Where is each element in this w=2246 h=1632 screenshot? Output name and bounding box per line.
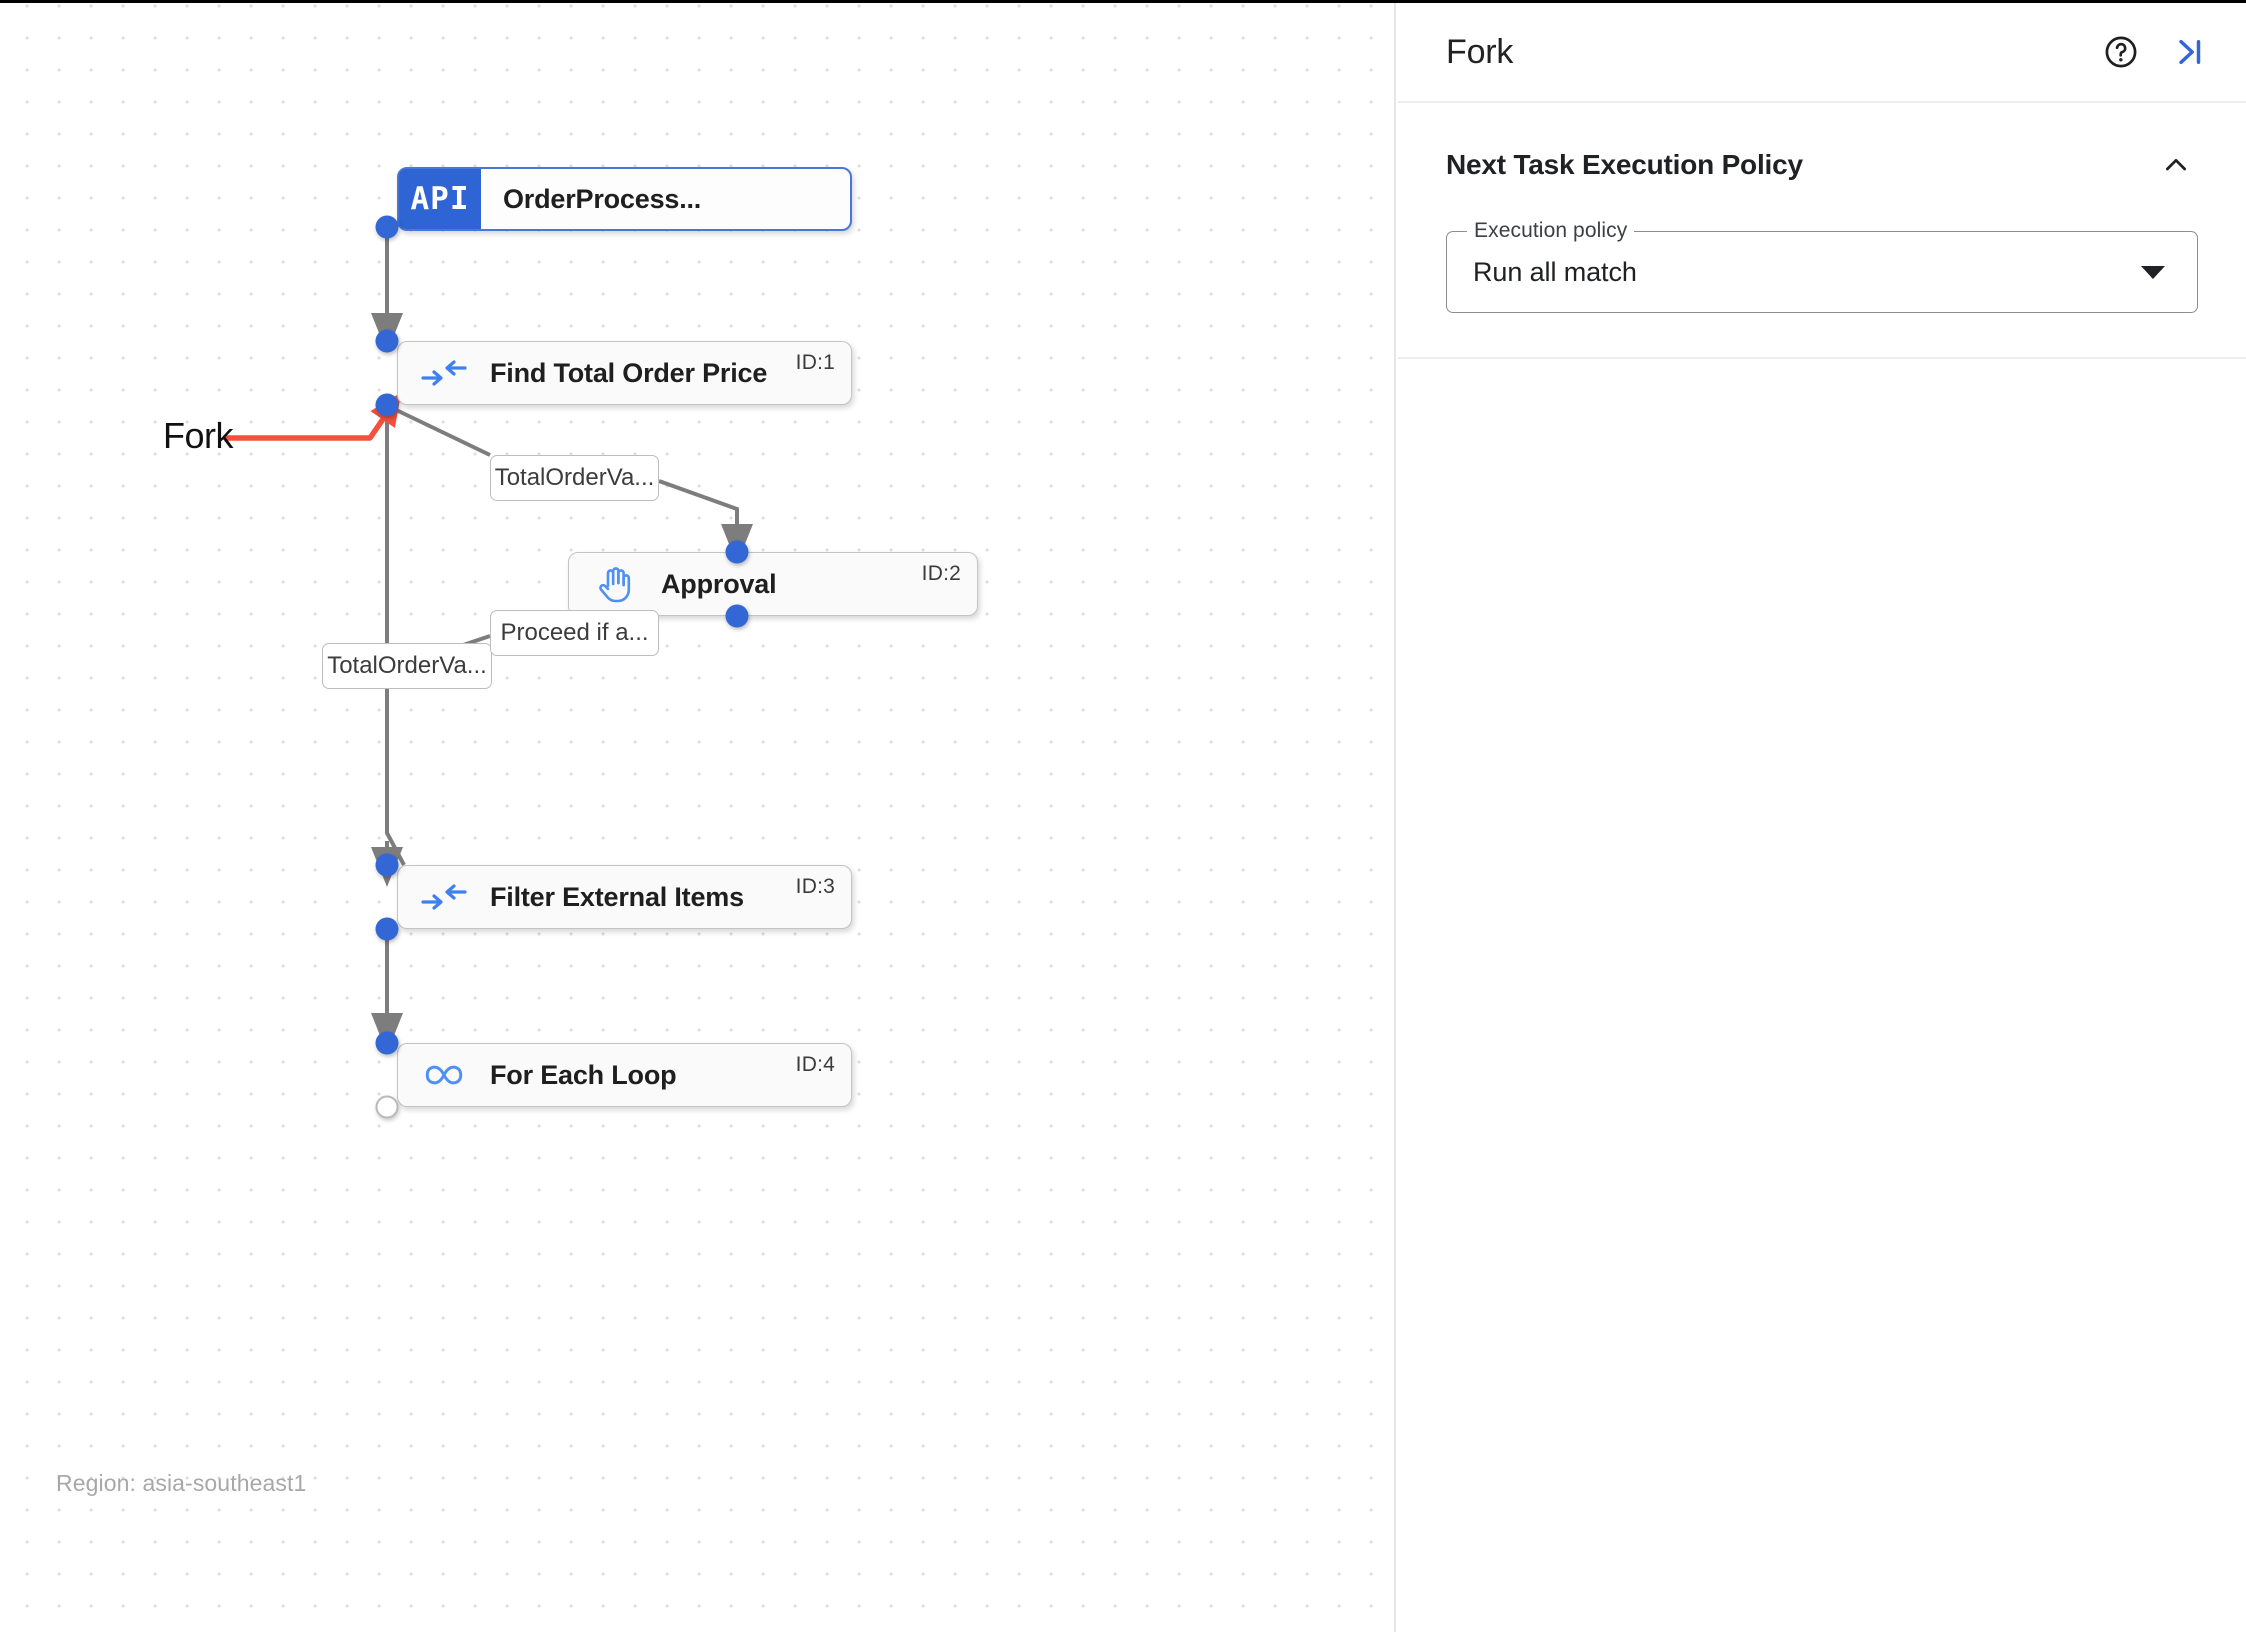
edge-label-total-order-value-left[interactable]: TotalOrderVa...	[322, 643, 492, 689]
merge-arrows-icon	[398, 342, 490, 404]
help-circle-icon[interactable]	[2094, 25, 2148, 79]
node-label: Approval	[661, 568, 777, 599]
node-label: For Each Loop	[490, 1059, 677, 1090]
section-header[interactable]: Next Task Execution Policy	[1446, 143, 2198, 187]
node-connector-in[interactable]	[375, 329, 399, 353]
node-label: OrderProcess...	[503, 183, 702, 214]
edge-n1-left-lower	[385, 689, 406, 866]
annotation-label: Fork	[163, 415, 234, 456]
node-connector-out[interactable]	[375, 215, 399, 239]
node-connector-in[interactable]	[375, 1031, 399, 1055]
edge-n1-n2-b	[658, 479, 753, 564]
next-task-execution-policy-section: Next Task Execution Policy Execution pol…	[1398, 103, 2246, 359]
workflow-canvas[interactable]: Fork API OrderProcess... Find Total Orde…	[0, 3, 1396, 1632]
collapse-panel-right-icon[interactable]	[2162, 25, 2216, 79]
execution-policy-value: Run all match	[1473, 256, 1637, 287]
region-label: Region: asia-southeast1	[56, 1470, 307, 1496]
node-approval[interactable]: Approval ID:2	[568, 552, 978, 616]
edge-layer	[224, 227, 753, 1053]
node-id-badge: ID:4	[795, 1053, 835, 1076]
edge-n1-n2-a	[389, 405, 491, 457]
node-connector-out[interactable]	[725, 604, 749, 628]
execution-policy-label: Execution policy	[1467, 219, 1635, 243]
top-hairline	[0, 0, 2246, 3]
edge-label-total-order-value-right[interactable]: TotalOrderVa...	[490, 455, 659, 501]
node-find-total-order-price[interactable]: Find Total Order Price ID:1	[397, 341, 852, 405]
node-connector-in[interactable]	[725, 540, 749, 564]
node-label: Filter External Items	[490, 881, 744, 912]
chevron-up-icon[interactable]	[2154, 143, 2198, 187]
merge-arrows-icon	[398, 866, 490, 928]
api-icon: API	[399, 169, 481, 229]
node-connector-out[interactable]	[375, 917, 399, 941]
node-for-each-loop[interactable]: For Each Loop ID:4	[397, 1043, 852, 1107]
execution-policy-select[interactable]: Execution policy Run all match	[1446, 219, 2198, 313]
infinity-icon	[398, 1044, 490, 1106]
node-id-badge: ID:2	[921, 562, 961, 585]
annotation-arrow	[224, 392, 402, 441]
node-connector-out-fork[interactable]	[375, 393, 399, 417]
node-connector-in[interactable]	[375, 853, 399, 877]
node-id-badge: ID:1	[795, 351, 835, 374]
edge-label-proceed-if[interactable]: Proceed if a...	[490, 610, 659, 656]
panel-header: Fork	[1398, 3, 2246, 103]
node-filter-external-items[interactable]: Filter External Items ID:3	[397, 865, 852, 929]
properties-panel: Fork Next Task Execution Policy	[1398, 3, 2246, 1632]
hand-icon	[569, 553, 661, 615]
section-title: Next Task Execution Policy	[1446, 149, 1803, 180]
node-id-badge: ID:3	[795, 875, 835, 898]
node-connector-out-open[interactable]	[375, 1095, 399, 1119]
node-label: Find Total Order Price	[490, 357, 768, 388]
node-order-process[interactable]: API OrderProcess...	[397, 167, 852, 231]
chevron-down-icon[interactable]	[2141, 265, 2165, 279]
panel-title: Fork	[1446, 32, 1514, 71]
